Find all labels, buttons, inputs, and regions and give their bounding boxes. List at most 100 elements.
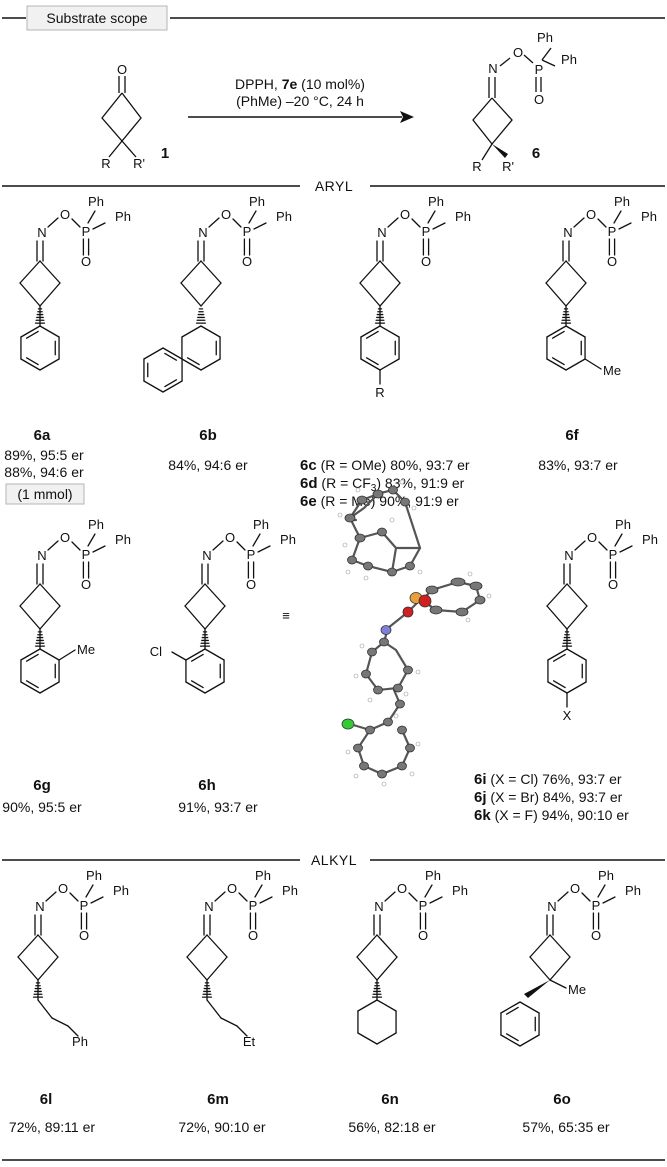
- atom-o: O: [591, 928, 601, 943]
- bond: [17, 934, 39, 958]
- atom-ph: Ph: [452, 883, 468, 898]
- atom-n: N: [37, 225, 46, 240]
- bond: [39, 681, 60, 694]
- bond: [87, 533, 96, 547]
- bond: [184, 583, 206, 607]
- bond: [39, 325, 60, 338]
- bond: [143, 380, 164, 393]
- atom-ph: Ph: [276, 209, 292, 224]
- atom-p: P: [249, 898, 258, 913]
- compound-result-6c: 6c (R = OMe) 80%, 93:7 er: [300, 457, 470, 474]
- bond: [67, 1025, 79, 1037]
- atom-ph: Ph: [425, 868, 441, 883]
- compound-yield-6o: 57%, 65:35 er: [522, 1119, 610, 1135]
- bond: [581, 892, 591, 902]
- bond: [87, 210, 96, 224]
- compound-label-6l: 6l: [40, 1091, 53, 1108]
- bond: [90, 896, 104, 904]
- bond: [565, 358, 586, 371]
- bond: [45, 891, 57, 902]
- section-aryl-divider: ARYL: [2, 178, 665, 194]
- bond: [529, 956, 551, 981]
- atom-ph: Ph: [88, 194, 104, 209]
- bond: [614, 533, 623, 547]
- bond: [71, 218, 81, 228]
- bond: [573, 217, 585, 228]
- atom-ph: Ph: [86, 868, 102, 883]
- bond: [551, 330, 565, 339]
- bond: [574, 540, 586, 551]
- bond: [597, 884, 606, 898]
- compound-yield-6n: 56%, 82:18 er: [348, 1119, 436, 1135]
- atom-p: P: [243, 224, 252, 239]
- bond: [20, 325, 41, 338]
- bond: [584, 358, 602, 370]
- atom-o: O: [607, 254, 617, 269]
- bond: [549, 979, 567, 989]
- atom-o: O: [421, 254, 431, 269]
- bond: [208, 217, 220, 228]
- atom-o-ellipsoid: [418, 594, 432, 608]
- compound-yield-6h: 91%, 93:7 er: [178, 799, 258, 815]
- bond: [379, 282, 401, 307]
- bond: [200, 282, 222, 307]
- atom-o: O: [397, 881, 407, 896]
- atom-ph: Ph: [113, 883, 129, 898]
- bond: [164, 379, 178, 388]
- compound-yield-6a: 89%, 95:5 er: [4, 447, 84, 463]
- bond: [505, 1033, 519, 1042]
- atom-o: O: [221, 207, 231, 222]
- reactant-sub-r2: R': [133, 156, 145, 171]
- compound-yield-6a-scaleup: 88%, 94:6 er: [4, 464, 84, 480]
- atom-n: N: [563, 225, 572, 240]
- bond: [546, 583, 568, 607]
- bond: [376, 934, 398, 958]
- reaction-arrowhead: [400, 111, 414, 123]
- bond: [204, 681, 225, 694]
- bond: [220, 1017, 238, 1027]
- bond: [529, 934, 551, 958]
- compound-yield-6b: 84%, 94:6 er: [168, 457, 248, 473]
- bond: [39, 260, 61, 284]
- compound-yield-6f: 83%, 93:7 er: [538, 457, 618, 473]
- atom-p: P: [80, 898, 89, 913]
- bond: [356, 934, 378, 958]
- bond: [185, 681, 206, 694]
- bond: [547, 681, 568, 694]
- bond: [376, 999, 397, 1012]
- bond: [566, 681, 587, 694]
- compound-label-6g: 6g: [33, 777, 51, 794]
- bond: [505, 1006, 519, 1015]
- bond: [19, 605, 41, 630]
- bond: [37, 934, 59, 958]
- compound-label-6m: 6m: [207, 1091, 229, 1108]
- bond: [186, 956, 208, 981]
- bond: [500, 1034, 521, 1047]
- atom-o-ellipsoid: [402, 606, 414, 618]
- bond: [20, 681, 41, 694]
- bond: [549, 934, 571, 958]
- bond: [238, 892, 248, 902]
- atom-n: N: [377, 225, 386, 240]
- atom-n-ellipsoid: [380, 625, 392, 635]
- bond: [602, 896, 616, 904]
- bond: [356, 956, 378, 981]
- bond: [214, 891, 226, 902]
- header: Substrate scope: [2, 5, 665, 31]
- reaction-scheme: O R R' 1 DPPH, 7e (10 mol%) (PhMe) –20 °…: [101, 30, 577, 174]
- bond: [618, 222, 632, 230]
- bond: [184, 605, 206, 630]
- bond: [190, 680, 204, 689]
- bond: [598, 541, 608, 551]
- product-wedge-bond: [492, 144, 508, 158]
- bond: [408, 892, 418, 902]
- bond: [551, 357, 565, 366]
- bond: [546, 605, 568, 630]
- bond: [519, 1034, 540, 1047]
- bond: [565, 325, 586, 338]
- bond: [387, 217, 399, 228]
- atom-cl: Cl: [150, 644, 162, 659]
- bond: [376, 956, 398, 981]
